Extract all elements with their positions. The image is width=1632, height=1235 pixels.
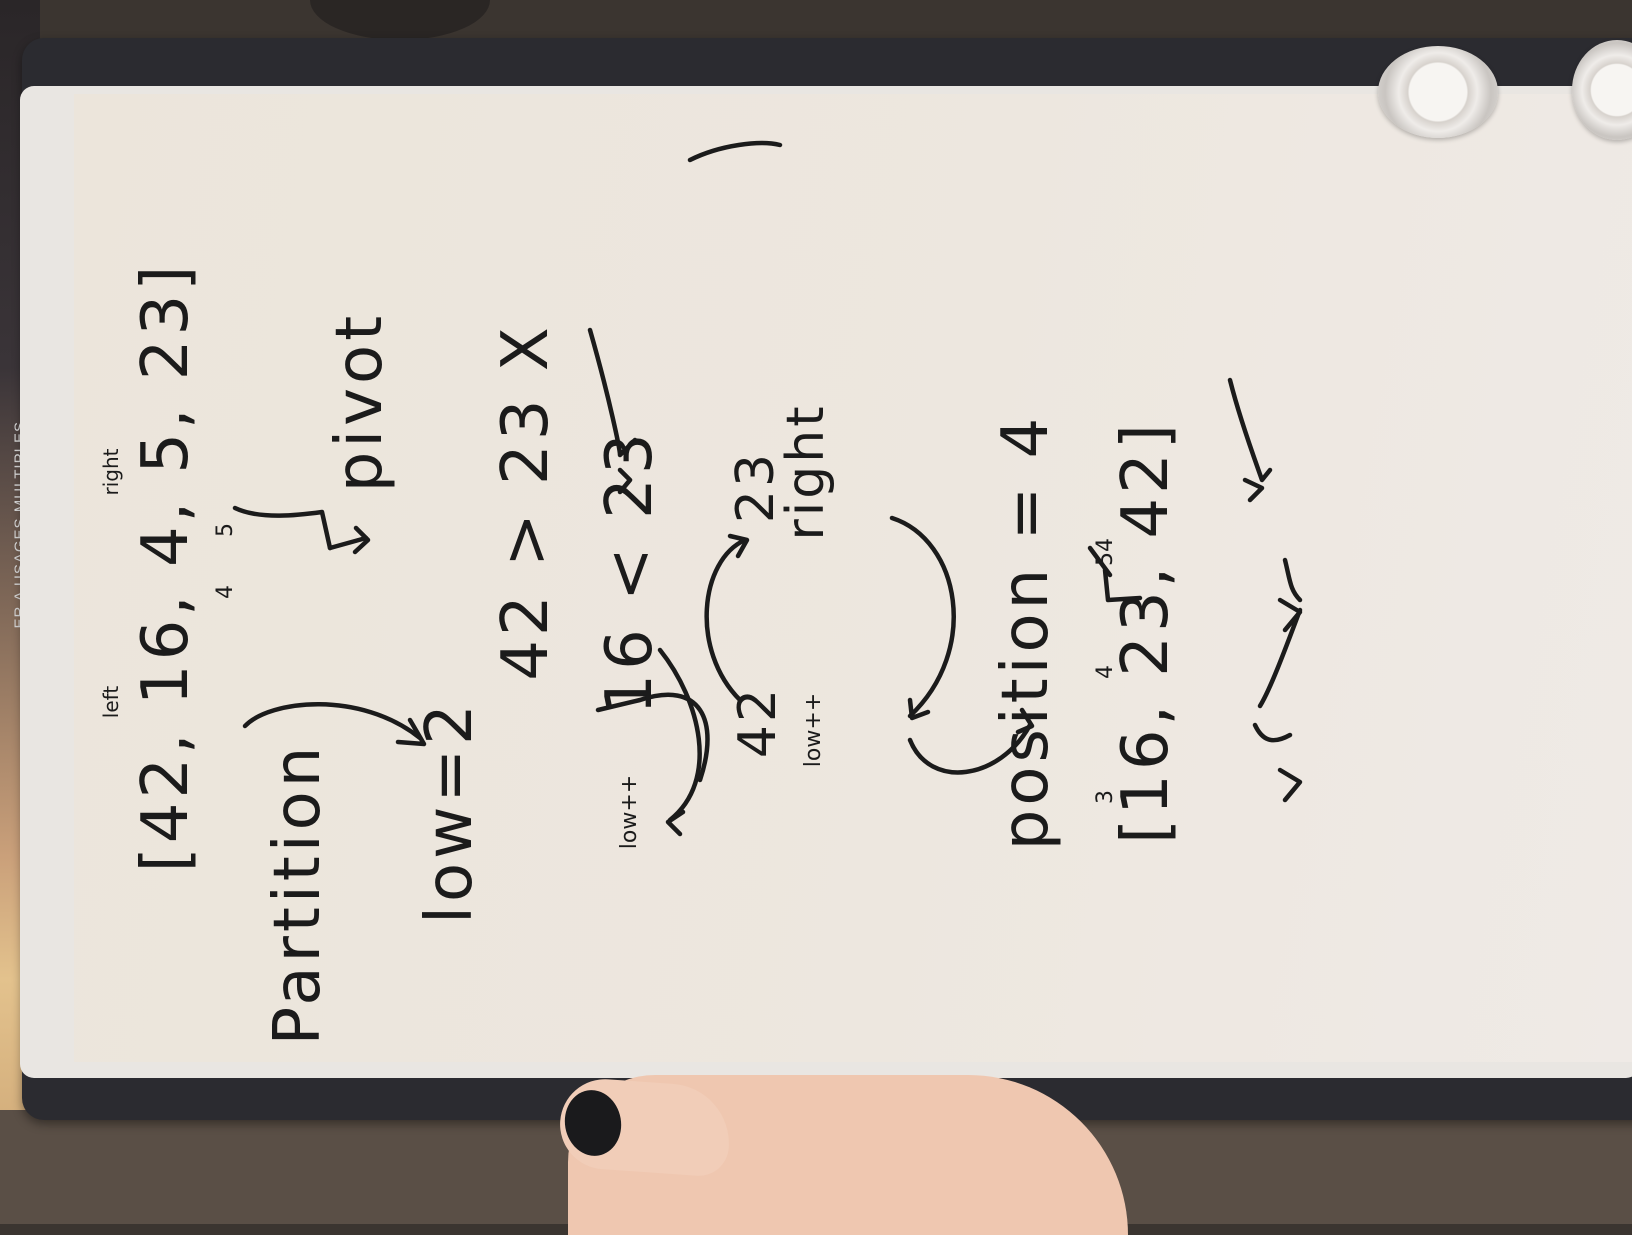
pivot-label: pivot	[323, 311, 397, 493]
arrow-head-position	[1015, 707, 1035, 735]
check-9	[1242, 477, 1265, 503]
arrow-head-pivot-2	[352, 525, 371, 555]
compare-1: 42 > 23 X	[489, 323, 563, 681]
arrow-to-position	[907, 722, 1033, 775]
swap-curve-3	[704, 537, 748, 703]
compare-2: 16 < 23	[593, 429, 667, 715]
final-index-4: 4	[1093, 665, 1118, 679]
check-2	[617, 467, 633, 495]
title-partition: Partition	[261, 742, 335, 1046]
swap-right-value: 23	[726, 450, 786, 524]
low-assign: low=2	[413, 700, 487, 924]
position-assign: position = 4	[989, 413, 1063, 851]
index-4: 4	[213, 585, 238, 599]
swap-curve-1-head	[665, 809, 686, 837]
swap-right-label: right	[776, 403, 836, 541]
swap-curve-4-head	[907, 697, 931, 721]
check-1	[587, 327, 638, 458]
arrow-head-low	[395, 717, 427, 747]
magnet-1	[1378, 46, 1498, 138]
board-mark	[687, 140, 783, 163]
swap-curve-1	[657, 647, 702, 823]
swap-top-value: 42	[728, 685, 788, 759]
arrow-final	[1102, 567, 1143, 603]
check-6	[1257, 607, 1303, 709]
swap-low-label: low++	[801, 692, 826, 768]
label-left: left	[99, 685, 123, 719]
array-final: [16, 23, 42]	[1109, 420, 1183, 844]
array-initial: [42, 16, 4, 5, 23]	[129, 261, 203, 873]
arrow-head-pivot	[327, 535, 369, 551]
swap-curve-3-head	[727, 533, 750, 559]
index-5: 5	[213, 523, 238, 537]
label-right: right	[99, 448, 123, 496]
whiteboard-surface	[74, 94, 1632, 1062]
low-plus-label-1: low++	[617, 774, 642, 850]
check-5	[1277, 767, 1303, 803]
check-7	[1252, 722, 1293, 743]
check-8	[1282, 557, 1303, 603]
swap-curve-2	[595, 692, 710, 783]
final-index-5: 54	[1093, 538, 1118, 566]
check-3	[1227, 377, 1273, 483]
final-index-3: 3	[1093, 790, 1118, 804]
arrow-right-to-pivot	[232, 505, 333, 551]
arrow-left-to-low	[242, 702, 423, 741]
swap-curve-4	[889, 515, 956, 719]
